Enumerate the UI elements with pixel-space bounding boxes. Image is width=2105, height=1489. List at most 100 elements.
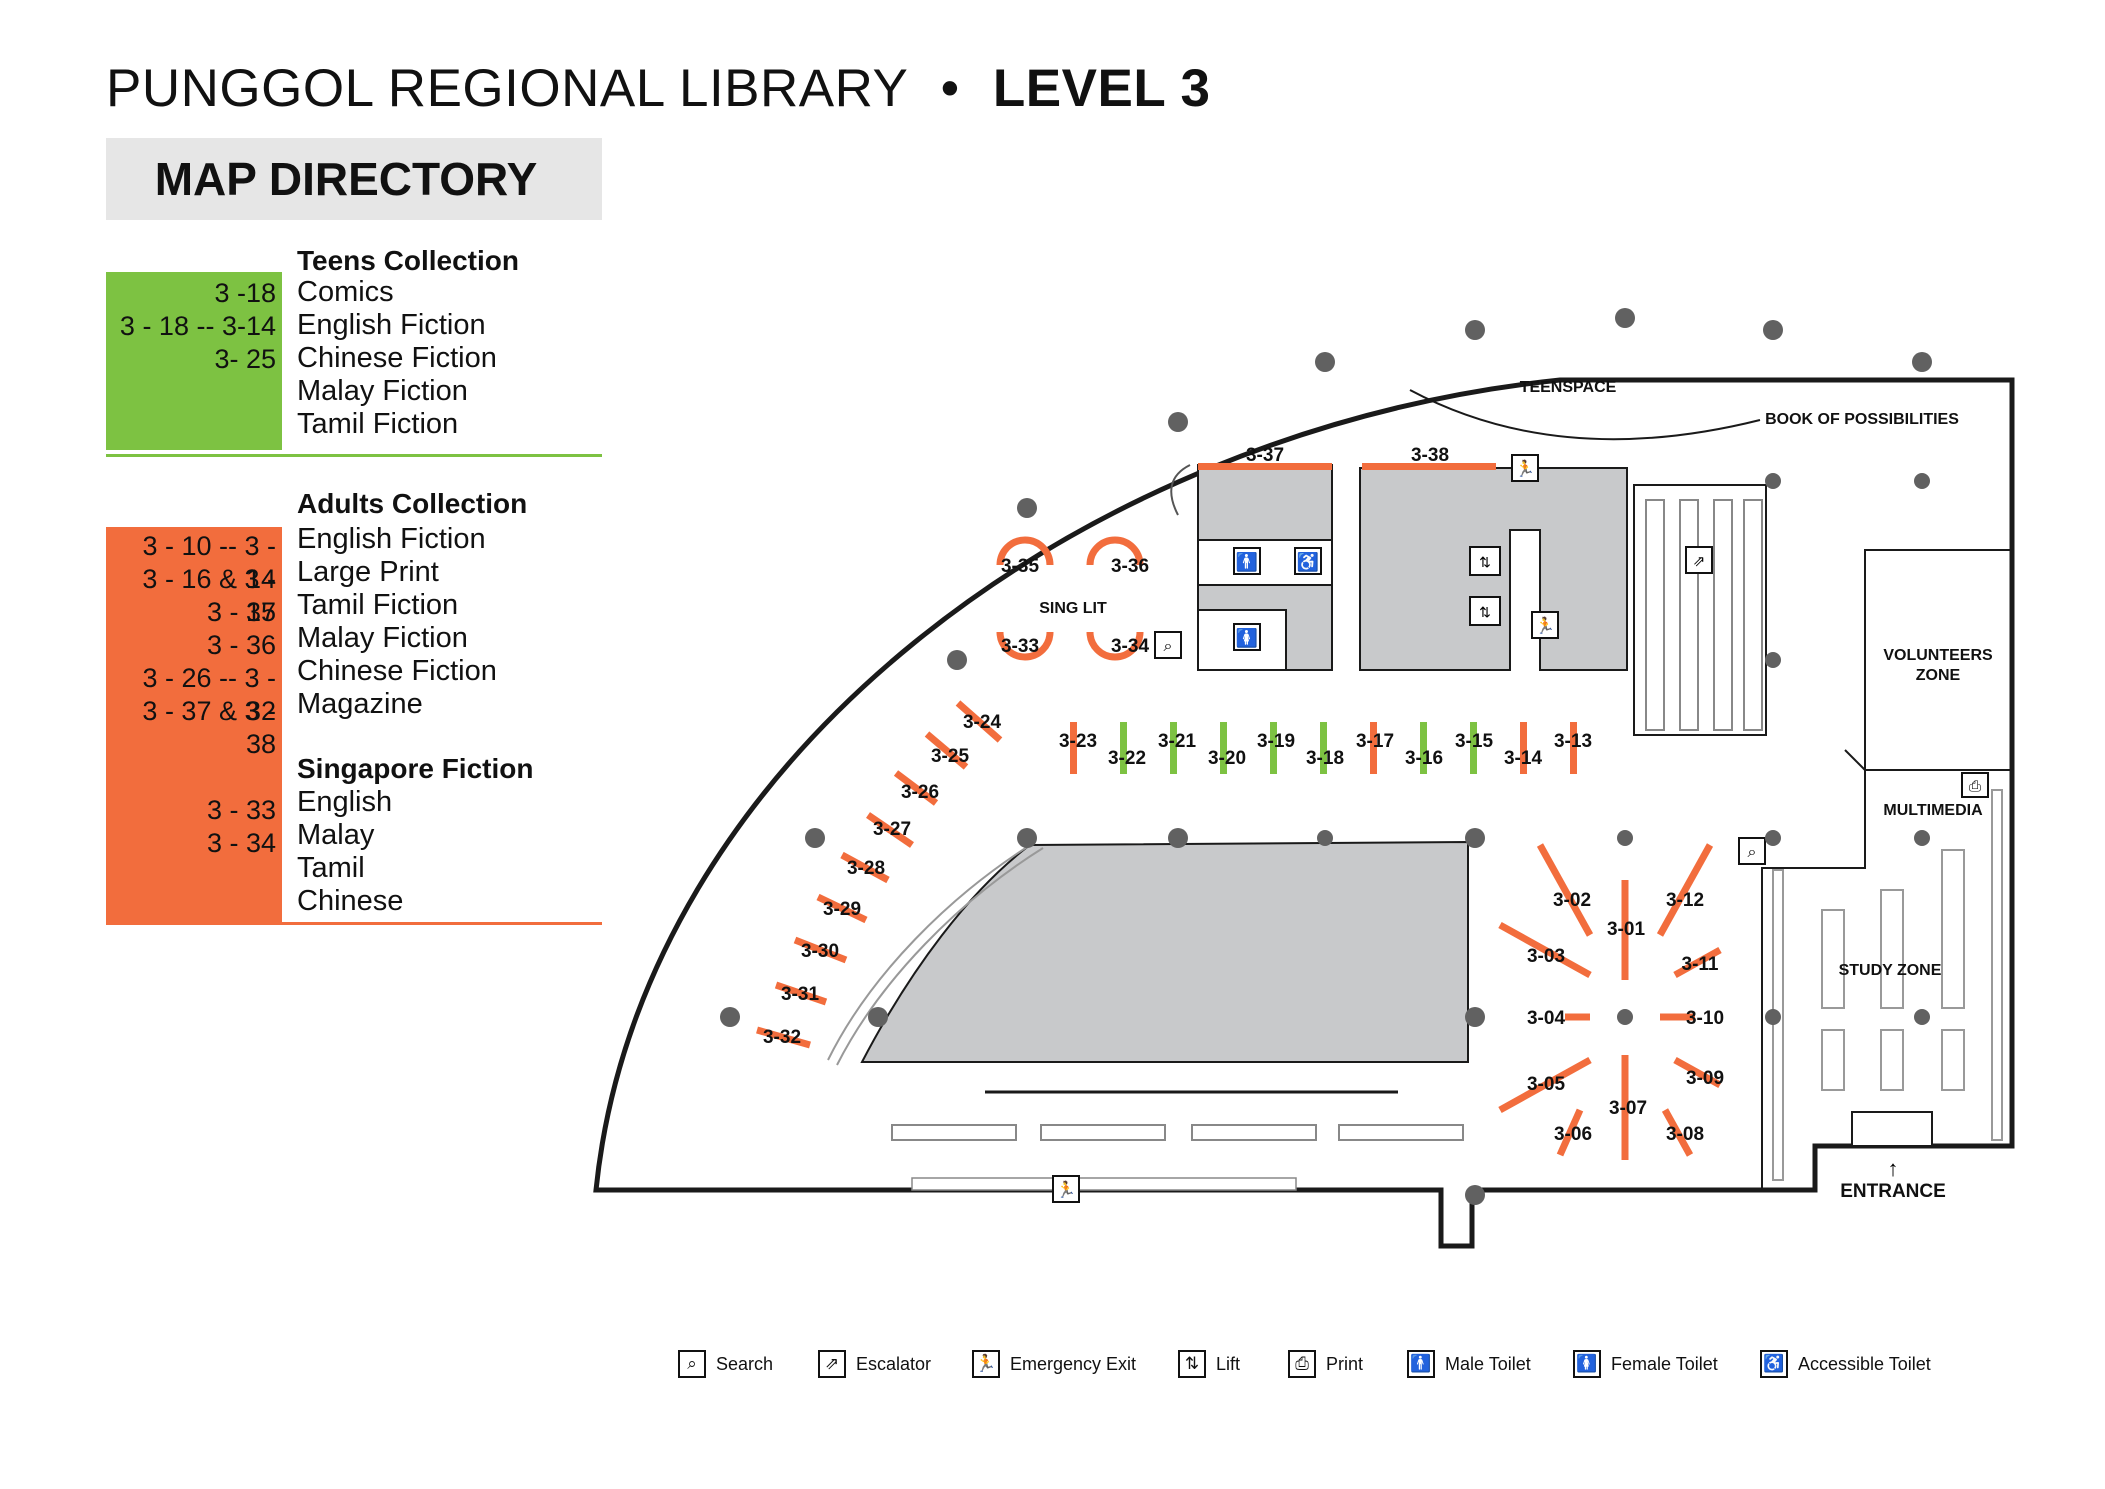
adults-heading: Adults Collection	[297, 488, 528, 519]
accessible-toilet-icon	[1294, 547, 1322, 575]
shelf-3-23	[1070, 722, 1077, 774]
sing-lit-shelves	[996, 536, 1144, 661]
teens-name: Malay Fiction	[297, 375, 468, 407]
shelf-label: 3-32	[763, 1027, 801, 1048]
shelf-label: 3-23	[1059, 731, 1097, 752]
study-table	[1991, 789, 2003, 1141]
emergency-exit-icon: 🏃	[972, 1350, 1000, 1378]
volunteers-zone-label: VOLUNTEERS	[1883, 647, 1993, 664]
legend-label: Search	[716, 1353, 774, 1374]
shelf-label: 3-05	[1527, 1074, 1565, 1095]
shelf-3-24	[955, 700, 1003, 743]
shelf-3-19	[1270, 722, 1277, 774]
escalator-glyph: ⇗	[1693, 553, 1706, 570]
diagonal-shelves	[756, 700, 1003, 1049]
desk	[1338, 1124, 1464, 1141]
singapore-name: Chinese	[297, 885, 404, 917]
pillar	[1914, 830, 1930, 846]
pillar	[868, 1007, 888, 1027]
shelf-label: 3-33	[1001, 636, 1039, 657]
shelf-label: 3-26	[901, 782, 939, 803]
desk	[1191, 1124, 1317, 1141]
study-table	[1821, 1029, 1845, 1091]
shelf-label: 3-31	[781, 984, 819, 1005]
pillar	[1765, 652, 1781, 668]
shelf-label: 3-16	[1405, 748, 1443, 769]
shelf-label: 3-06	[1554, 1124, 1592, 1145]
adults-color-bar	[106, 527, 282, 922]
lift-icon	[1469, 546, 1501, 576]
study-table	[1772, 869, 1784, 1181]
shelf-label: 3-07	[1609, 1098, 1647, 1119]
entrance-arrow: ↑	[1888, 1156, 1899, 1181]
teens-code: 3 -18	[214, 278, 276, 308]
print-icon: ⎙	[1288, 1350, 1316, 1378]
shelf-3-08	[1661, 1108, 1694, 1157]
shelf-3-05	[1498, 1056, 1592, 1114]
book-of-possibilities-label: BOOK OF POSSIBILITIES	[1765, 411, 1959, 428]
legend-escalator: ⇗ Escalator	[818, 1348, 931, 1380]
adults-name: Large Print	[297, 556, 439, 588]
adults-collection-block: Adults Collection 3 - 10 -- 3 - 14 3 - 1…	[106, 488, 602, 938]
study-tables	[1772, 789, 2003, 1181]
pillar	[805, 828, 825, 848]
adults-divider	[106, 922, 602, 925]
legend-label: Lift	[1216, 1353, 1241, 1374]
legend-label: Male Toilet	[1445, 1353, 1531, 1374]
search-glyph: ⌕	[1748, 844, 1757, 861]
shelf-3-25	[924, 731, 969, 770]
study-table	[1941, 849, 1965, 1009]
pillar	[1168, 412, 1188, 432]
shelf-3-20	[1220, 722, 1227, 774]
legend-female-toilet: 🚺 Female Toilet	[1573, 1348, 1718, 1380]
shelf-label: 3-30	[801, 941, 839, 962]
study-table	[1880, 889, 1904, 1009]
shelf-3-30	[793, 936, 848, 964]
shelf-3-14	[1520, 722, 1527, 774]
volunteers-zone-label: ZONE	[1916, 667, 1961, 684]
teens-name: English Fiction	[297, 309, 486, 341]
print-glyph: ⎙	[1969, 778, 1981, 795]
adults-codes: 3 - 10 -- 3 - 14 3 - 16 & 3 - 17 3 - 35 …	[106, 530, 276, 759]
pillar	[720, 1007, 740, 1027]
exit-glyph: 🏃	[1535, 616, 1555, 635]
teenspace-curve	[1409, 389, 1761, 441]
female-toilet-glyph: 🚺	[1236, 627, 1258, 648]
escalator-track	[1645, 499, 1665, 731]
shelf-label: 3-37	[1246, 445, 1284, 466]
pillar	[1168, 828, 1188, 848]
study-table	[1880, 1029, 1904, 1091]
adults-name: Tamil Fiction	[297, 589, 459, 621]
multimedia-label: MULTIMEDIA	[1883, 802, 1983, 819]
study-table	[1941, 1029, 1965, 1091]
teenspace-label: TEENSPACE	[1520, 379, 1617, 396]
adults-code: 3 - 26 -- 3 - 32	[142, 663, 276, 726]
shelf-label: 3-28	[847, 858, 885, 879]
shelf-label: 3-24	[963, 712, 1001, 733]
escalator-track	[1679, 499, 1699, 731]
male-toilet-icon	[1233, 547, 1261, 575]
teens-name: Chinese Fiction	[297, 342, 497, 374]
lift-icon	[1469, 596, 1501, 626]
shelf-label: 3-25	[931, 746, 969, 767]
singapore-code: 3 - 33	[206, 795, 276, 825]
emergency-exit-icon	[1511, 454, 1539, 482]
shelf-labels: 3-37 3-38 3-35 3-36 3-33 3-34 3-23 3-22 …	[763, 445, 1724, 1145]
search-icon	[1738, 837, 1766, 865]
shelf-label: 3-20	[1208, 748, 1246, 769]
accessible-toilet-glyph: ♿	[1297, 551, 1319, 572]
shelf-3-21	[1170, 722, 1177, 774]
shelf-3-06	[1556, 1108, 1584, 1157]
escalator-track	[1713, 499, 1733, 731]
entrance-label: ENTRANCE	[1840, 1181, 1946, 1202]
escalator-zone	[1633, 484, 1767, 736]
pillar	[1465, 1185, 1485, 1205]
shelf-3-22	[1120, 722, 1127, 774]
shelf-label: 3-19	[1257, 731, 1295, 752]
shelf-3-12	[1656, 843, 1714, 937]
level-label: LEVEL 3	[992, 59, 1211, 118]
teens-names: Comics English Fiction Chinese Fiction M…	[297, 276, 497, 441]
library-name: PUNGGOL REGIONAL LIBRARY	[106, 59, 908, 118]
shelf-3-28	[840, 851, 890, 884]
